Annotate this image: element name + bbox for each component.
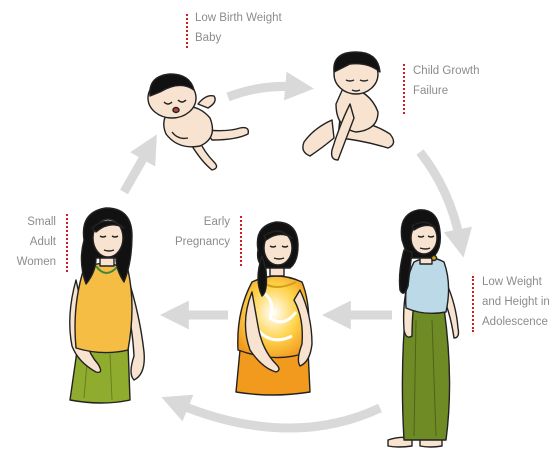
tick-child-growth-failure (403, 64, 405, 114)
adult-woman-figure-icon (70, 208, 145, 403)
label-line: Early (160, 212, 230, 232)
label-line: Adolescence (482, 312, 550, 332)
child-figure-icon (303, 52, 394, 160)
label-line: Child Growth (413, 61, 479, 81)
label-line: Failure (413, 81, 479, 101)
label-line: and Height in (482, 292, 550, 312)
label-low-weight-height-adolescence: Low Weight and Height in Adolescence (482, 272, 550, 332)
tick-low-weight-height-adolescence (472, 276, 474, 332)
tick-early-pregnancy (240, 216, 242, 266)
pregnant-woman-figure-icon (236, 222, 312, 395)
arrow-women-to-baby (124, 150, 148, 192)
label-line: Baby (195, 28, 282, 48)
label-line: Low Birth Weight (195, 8, 282, 28)
adolescent-figure-icon (388, 210, 459, 447)
arrow-baby-to-child (228, 86, 296, 97)
label-child-growth-failure: Child Growth Failure (413, 61, 479, 101)
tick-small-adult-women (66, 214, 68, 272)
label-early-pregnancy: Early Pregnancy (160, 212, 230, 252)
label-small-adult-women: Small Adult Women (0, 212, 56, 272)
label-line: Pregnancy (160, 232, 230, 252)
baby-figure-icon (148, 74, 248, 170)
label-line: Low Weight (482, 272, 550, 292)
label-line: Adult (0, 232, 56, 252)
label-line: Women (0, 252, 56, 272)
label-low-birth-weight-baby: Low Birth Weight Baby (195, 8, 282, 48)
tick-low-birth-weight-baby (186, 14, 188, 48)
label-line: Small (0, 212, 56, 232)
arrow-bottom-return (178, 404, 380, 428)
